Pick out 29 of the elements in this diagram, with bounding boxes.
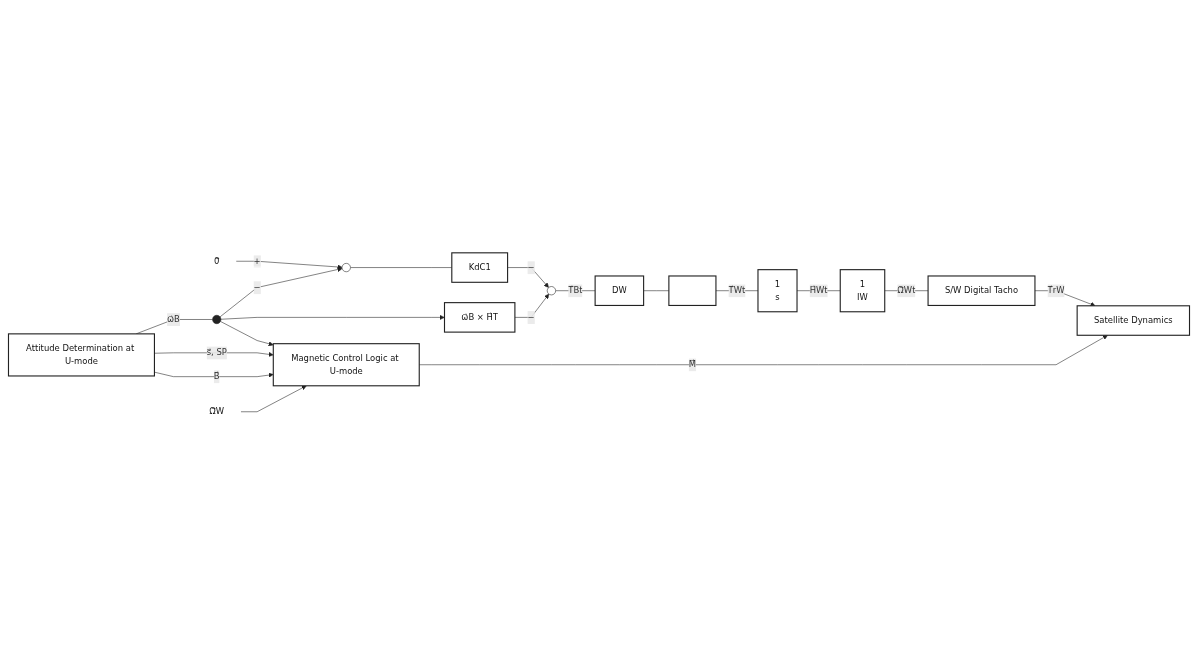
edge-label: T⃗rW — [1047, 285, 1065, 296]
node-box: KdC1 — [450, 251, 508, 283]
node-box: 1 IW — [839, 268, 885, 312]
node-dot — [211, 314, 221, 324]
edge-label: − — [527, 261, 535, 272]
node-box: Attitude Determination at U-mode — [7, 332, 155, 377]
node-box: 1 s — [756, 268, 798, 312]
connector — [349, 266, 452, 268]
node-text: Ω⃗W — [208, 406, 224, 417]
edge-label: B⃗ — [213, 370, 220, 382]
node-box: S/W Digital Tacho — [927, 274, 1035, 306]
edge-label: s⃗, SP — [206, 347, 227, 358]
node-circle — [546, 285, 556, 295]
node-box: DW — [594, 274, 644, 306]
edge-label: M⃗ — [688, 359, 696, 370]
edge-label: − — [527, 311, 535, 322]
node-box — [667, 274, 716, 306]
node-box: Satellite Dynamics — [1076, 304, 1190, 336]
node-box: Magnetic Control Logic at U-mode — [272, 342, 420, 386]
edge-label: + — [253, 255, 261, 266]
edge-label: ω⃗B — [166, 313, 180, 324]
edge-label: − — [253, 281, 261, 292]
edge-label: T⃗Wt — [728, 285, 745, 296]
node-circle — [341, 262, 351, 272]
edge-label: Ω⃗Wt — [896, 285, 915, 296]
node-box: ω⃗B × H⃗T — [443, 301, 515, 333]
edge-label: H⃗Wt — [809, 285, 828, 296]
edge-label: T⃗Bt — [567, 285, 582, 296]
node-text: 0⃗ — [213, 255, 219, 266]
